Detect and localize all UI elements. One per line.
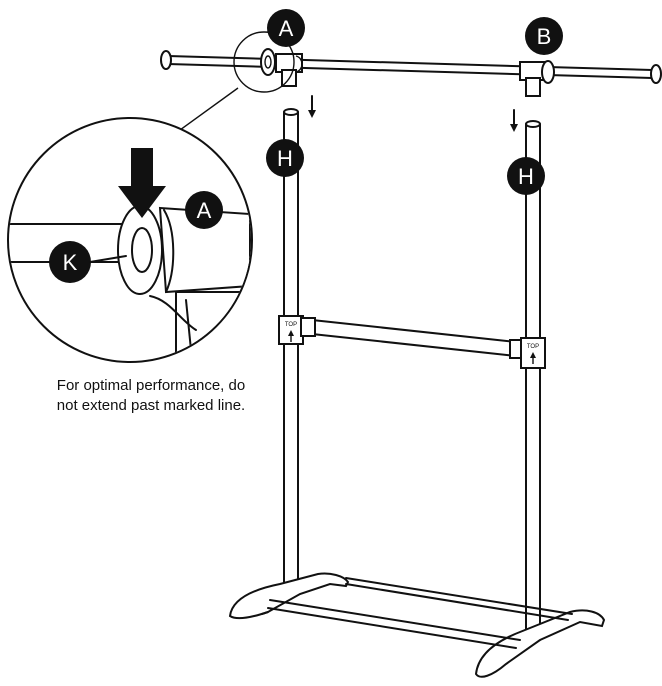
label-a-detail-text: A [197, 198, 212, 223]
label-a-text: A [279, 16, 294, 41]
detail-leader [179, 31, 295, 131]
right-foot [474, 609, 606, 678]
label-b-text: B [537, 24, 552, 49]
label-a-badge [267, 9, 305, 47]
usage-note-line-2: not extend past marked line. [56, 397, 246, 414]
right-top-marker: TOP [527, 344, 539, 350]
left-foot [228, 572, 350, 620]
right-pole [525, 120, 541, 641]
label-k-text: K [63, 250, 78, 275]
top-rail [160, 50, 662, 84]
connector-b [519, 60, 555, 97]
detail-down-arrow [118, 148, 166, 218]
connector-a [275, 53, 303, 87]
middle-crossbar [311, 319, 517, 357]
left-top-marker: TOP [285, 322, 297, 328]
usage-note: For optimal performance, do not extend p… [36, 376, 266, 416]
left-pole [283, 108, 299, 591]
label-h-left-badge [266, 139, 304, 177]
label-k-badge [49, 241, 91, 283]
usage-note-line-1: For optimal performance, do [56, 377, 246, 394]
label-h-left-text: H [277, 146, 293, 171]
insert-arrow-left [308, 95, 316, 118]
label-b-badge [525, 17, 563, 55]
insert-arrow-right [510, 109, 518, 132]
left-middle-connector [278, 315, 316, 345]
label-a-detail-badge [185, 191, 223, 229]
detail-zoom [7, 117, 253, 363]
left-rail-stopper [260, 48, 276, 76]
label-h-right-badge [507, 157, 545, 195]
right-middle-connector [509, 337, 546, 369]
base-bar-front [267, 599, 521, 649]
base-bar-back [345, 577, 573, 621]
label-h-right-text: H [518, 164, 534, 189]
